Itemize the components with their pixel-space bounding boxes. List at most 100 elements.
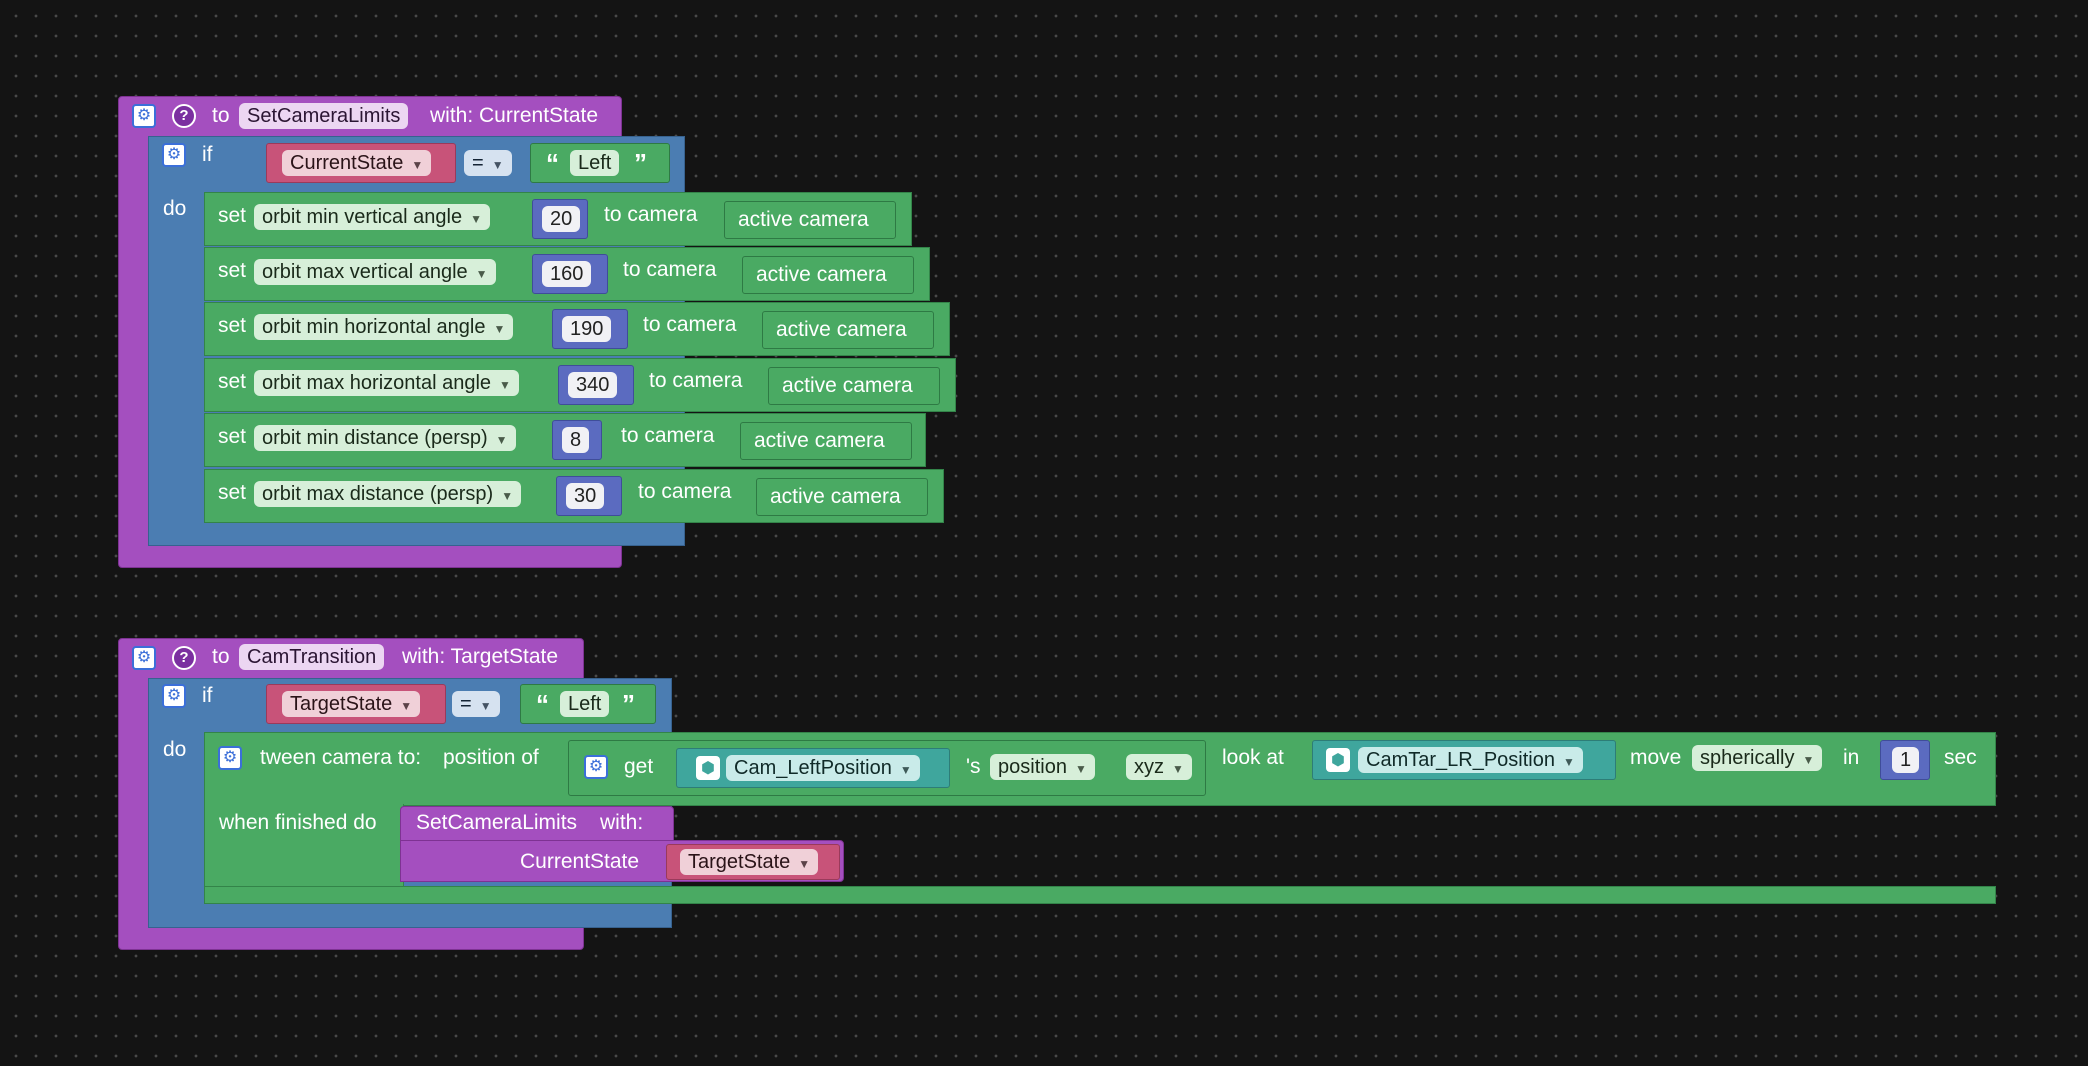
cube-icon: ⬢ <box>696 756 720 780</box>
variable-dropdown[interactable]: TargetState▼ <box>680 849 819 875</box>
set-label: set <box>218 204 247 227</box>
open-quote-icon: “ <box>536 689 549 719</box>
to-camera-label: to camera <box>623 258 717 281</box>
text-value[interactable]: Left <box>570 150 620 176</box>
call-with-label: with: <box>600 811 644 834</box>
help-icon[interactable]: ? <box>172 646 196 670</box>
property-name: orbit min distance (persp) <box>262 427 488 449</box>
chevron-down-icon: ▼ <box>493 322 506 336</box>
variable-dropdown[interactable]: CurrentState▼ <box>282 150 432 176</box>
object-dropdown[interactable]: Cam_LeftPosition▼ <box>726 755 920 781</box>
to-camera-label: to camera <box>638 480 732 503</box>
property-name: orbit max distance (persp) <box>262 483 494 505</box>
property-dropdown[interactable]: orbit min distance (persp) ▼ <box>254 425 516 451</box>
camera-name: active camera <box>756 263 887 286</box>
do-label: do <box>163 197 187 220</box>
move-label: move <box>1630 746 1682 769</box>
gear-icon[interactable]: ⚙ <box>218 746 242 770</box>
procedure-name-field[interactable]: SetCameraLimits <box>239 103 409 129</box>
text-value[interactable]: Left <box>560 691 610 717</box>
chevron-down-icon: ▼ <box>798 857 811 871</box>
call-name: SetCameraLimits <box>416 811 578 834</box>
set-label: set <box>218 259 247 282</box>
move-mode-dropdown[interactable]: spherically▼ <box>1692 745 1823 771</box>
variable-name: TargetState <box>290 693 393 715</box>
set-label: set <box>218 425 247 448</box>
camera-block[interactable] <box>742 256 914 294</box>
camera-name: active camera <box>770 485 901 508</box>
property-dropdown[interactable]: orbit max vertical angle ▼ <box>254 259 496 285</box>
camera-block[interactable] <box>768 367 940 405</box>
chevron-down-icon: ▼ <box>491 158 504 172</box>
get-label: get <box>624 755 654 778</box>
number-value[interactable]: 190 <box>562 316 612 342</box>
number-value[interactable]: 8 <box>562 427 590 453</box>
camera-name: active camera <box>738 208 869 231</box>
gear-icon[interactable]: ⚙ <box>132 646 156 670</box>
property-name: orbit max horizontal angle <box>262 372 492 394</box>
property-dropdown[interactable]: orbit min horizontal angle▼ <box>254 314 514 340</box>
sec-label: sec <box>1944 746 1977 769</box>
with-params-label: with: CurrentState <box>430 104 599 127</box>
gear-icon[interactable]: ⚙ <box>584 755 608 779</box>
tween-label: tween camera to: <box>260 746 422 769</box>
camera-block[interactable] <box>724 201 896 239</box>
camera-block[interactable] <box>762 311 934 349</box>
property-dropdown[interactable]: orbit max horizontal angle ▼ <box>254 370 519 396</box>
axes-value: xyz <box>1134 756 1164 778</box>
number-value[interactable]: 20 <box>542 206 581 232</box>
number-value[interactable]: 30 <box>566 483 605 509</box>
tween-camera-block-footer <box>204 886 1996 904</box>
move-mode: spherically <box>1700 747 1795 769</box>
chevron-down-icon: ▼ <box>499 378 511 392</box>
operator-dropdown[interactable]: =▼ <box>464 150 512 176</box>
axes-dropdown[interactable]: xyz ▼ <box>1126 754 1192 780</box>
operator-dropdown[interactable]: =▼ <box>452 691 500 717</box>
when-finished-label: when finished do <box>219 811 377 834</box>
with-params-label: with: TargetState <box>402 645 559 668</box>
camera-block[interactable] <box>740 422 912 460</box>
operator: = <box>472 152 484 174</box>
in-label: in <box>1843 746 1860 769</box>
object-dropdown[interactable]: CamTar_LR_Position▼ <box>1358 747 1583 773</box>
attribute-dropdown[interactable]: position▼ <box>990 754 1095 780</box>
chevron-down-icon: ▼ <box>479 699 492 713</box>
to-camera-label: to camera <box>604 203 698 226</box>
to-label: to <box>212 104 230 127</box>
if-label: if <box>202 684 213 707</box>
possessive-label: 's <box>966 755 981 778</box>
number-value[interactable]: 340 <box>568 372 618 398</box>
gear-icon[interactable]: ⚙ <box>162 684 186 708</box>
gear-icon[interactable]: ⚙ <box>162 143 186 167</box>
chevron-down-icon: ▼ <box>1172 762 1184 776</box>
set-label: set <box>218 481 247 504</box>
duration-value[interactable]: 1 <box>1892 747 1920 773</box>
operator: = <box>460 693 472 715</box>
close-quote-icon: ” <box>634 148 647 178</box>
camera-name: active camera <box>776 318 907 341</box>
camera-block[interactable] <box>756 478 928 516</box>
to-camera-label: to camera <box>643 313 737 336</box>
attribute-name: position <box>998 756 1067 778</box>
chevron-down-icon: ▼ <box>501 489 514 503</box>
help-icon[interactable]: ? <box>172 104 196 128</box>
property-name: orbit max vertical angle <box>262 261 468 283</box>
to-camera-label: to camera <box>649 369 743 392</box>
to-label: to <box>212 645 230 668</box>
property-dropdown[interactable]: orbit max distance (persp) ▼ <box>254 481 522 507</box>
variable-dropdown[interactable]: TargetState ▼ <box>282 691 421 717</box>
chevron-down-icon: ▼ <box>899 763 912 777</box>
chevron-down-icon: ▼ <box>400 699 413 713</box>
chevron-down-icon: ▼ <box>495 433 508 447</box>
chevron-down-icon: ▼ <box>475 267 488 281</box>
gear-icon[interactable]: ⚙ <box>132 104 156 128</box>
call-param-label: CurrentState <box>520 850 640 873</box>
variable-name: CurrentState <box>290 152 404 174</box>
chevron-down-icon: ▼ <box>1562 755 1575 769</box>
procedure-name-field[interactable]: CamTransition <box>239 644 385 670</box>
do-label: do <box>163 738 187 761</box>
number-value[interactable]: 160 <box>542 261 592 287</box>
chevron-down-icon: ▼ <box>470 212 482 226</box>
property-name: orbit min vertical angle <box>262 206 463 228</box>
property-dropdown[interactable]: orbit min vertical angle ▼ <box>254 204 490 230</box>
